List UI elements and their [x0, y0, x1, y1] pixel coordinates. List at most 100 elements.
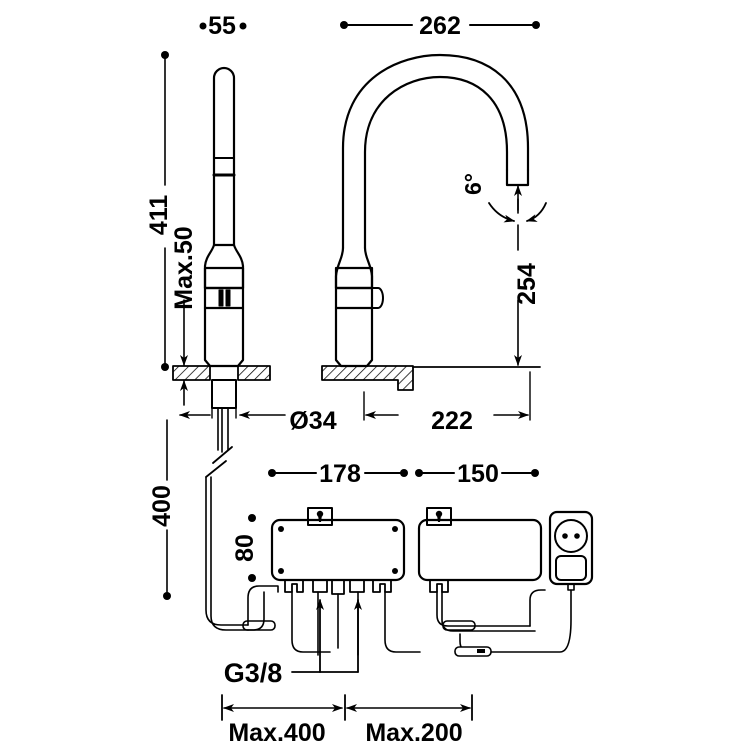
cable-left-loop-b [247, 591, 265, 631]
dimension-max200 [344, 694, 473, 721]
leader-g38 [291, 599, 362, 673]
left-faucet [203, 66, 245, 368]
label-dim-80: 80 [231, 534, 259, 562]
dim-dot-left [199, 22, 207, 30]
box1-screw-br [392, 568, 398, 574]
socket-pin-left [562, 533, 568, 539]
sensor-window [218, 289, 224, 307]
sensor-ring-lower-r [334, 286, 374, 310]
socket-pin-right [574, 533, 580, 539]
label-dim-max200: Max.200 [365, 719, 462, 747]
hose-run-2 [210, 476, 249, 631]
box2-body [417, 518, 543, 582]
cable-inline-connector-2 [442, 620, 476, 631]
box1-connector-mid [331, 579, 345, 595]
sensor-ring-upper [203, 286, 245, 310]
hose-run-1 [205, 476, 249, 626]
dimension-d34 [179, 381, 286, 419]
cable-network [242, 585, 572, 657]
label-dim-55: 55 [208, 12, 236, 40]
gooseneck-inner [363, 75, 509, 250]
column-right [334, 306, 374, 368]
mounting-deck-right [321, 365, 414, 391]
dim-dot-left [340, 21, 348, 29]
faucet-tube [212, 66, 236, 247]
faucet-flare-right [232, 243, 245, 290]
label-dim-d34: Ø34 [289, 407, 336, 435]
label-dim-222: 222 [431, 407, 473, 435]
mounting-deck-left [172, 365, 271, 381]
deck-hatch-right [237, 365, 271, 381]
faucet-base-column [203, 306, 245, 368]
angle-leader-right [526, 202, 547, 222]
box1-screw-tr [392, 526, 398, 532]
dim150-dot-left [415, 469, 423, 477]
dimension-55 [199, 22, 247, 30]
box1-body [270, 518, 406, 582]
box2-tab-left [429, 579, 449, 593]
box1-screw-tl [278, 526, 284, 532]
cable-adapter-run [459, 589, 572, 653]
dim80-dot-top [248, 514, 256, 522]
adapter-switch [555, 555, 587, 581]
break-line-upper [212, 446, 233, 464]
control-box-1 [270, 507, 406, 595]
sensor-ring-upper-r [334, 266, 374, 290]
box1-connector-left [312, 579, 328, 593]
socket-outline [554, 519, 588, 553]
label-dim-150: 150 [457, 460, 499, 488]
dimension-254 [412, 185, 541, 368]
cable-box2-run-a [436, 591, 531, 627]
cable-to-adapter-a [529, 589, 546, 627]
dim-dot-right [532, 21, 540, 29]
dimension-262 [340, 21, 540, 29]
dimension-400 [163, 419, 171, 600]
box1-tab-left [284, 579, 304, 593]
label-dim-max50: Max.50 [170, 226, 198, 309]
adapter-strain-relief [567, 583, 575, 591]
dim400-dot [163, 592, 171, 600]
cable-inline-connector-3 [454, 646, 492, 657]
connector-marking [477, 649, 485, 653]
dimension-80 [248, 514, 256, 582]
sensor-window-2 [225, 289, 231, 307]
deck-hatch-right-faucet [321, 365, 414, 391]
right-faucet [334, 53, 530, 368]
sensor-side-button [371, 287, 384, 309]
label-dim-400: 400 [148, 485, 176, 527]
box1-screw-bl [278, 568, 284, 574]
label-g38: G3/8 [224, 658, 283, 688]
cable-left-loop-a [247, 585, 279, 626]
angle-leader-left [488, 202, 515, 223]
dimension-178 [268, 469, 408, 477]
break-line-lower [205, 460, 227, 478]
dimension-411 [161, 51, 169, 371]
dimension-max400 [221, 694, 343, 721]
cable-box1-right-down [384, 591, 421, 653]
label-dim-178: 178 [319, 460, 361, 488]
dim178-dot-right [400, 469, 408, 477]
dimension-222 [363, 371, 531, 421]
cable-box2-run-b [441, 591, 536, 632]
shank-body [211, 379, 237, 409]
power-supply [548, 510, 594, 591]
box1-connector-right [349, 579, 365, 593]
cable-inline-connector-1 [242, 620, 276, 631]
dim-dot-right [239, 22, 247, 30]
cable-box1-down [291, 591, 331, 653]
faucet-flare-left [203, 243, 216, 290]
gooseneck-outer [341, 53, 530, 250]
sensor-ring-lower [203, 266, 245, 290]
deck-hatch-left [172, 365, 211, 381]
label-dim-262: 262 [419, 12, 461, 40]
dim150-dot-right [531, 469, 539, 477]
outlet-nozzle [505, 168, 530, 187]
label-dim-max400: Max.400 [228, 719, 325, 747]
dimension-text-layer: 55 262 411 Max.50 6° 254 Ø34 222 400 178… [145, 12, 541, 747]
dim411-dot-bottom [161, 363, 169, 371]
label-dim-254: 254 [513, 263, 541, 305]
dimension-150 [415, 469, 539, 477]
label-dim-angle: 6° [460, 173, 486, 195]
